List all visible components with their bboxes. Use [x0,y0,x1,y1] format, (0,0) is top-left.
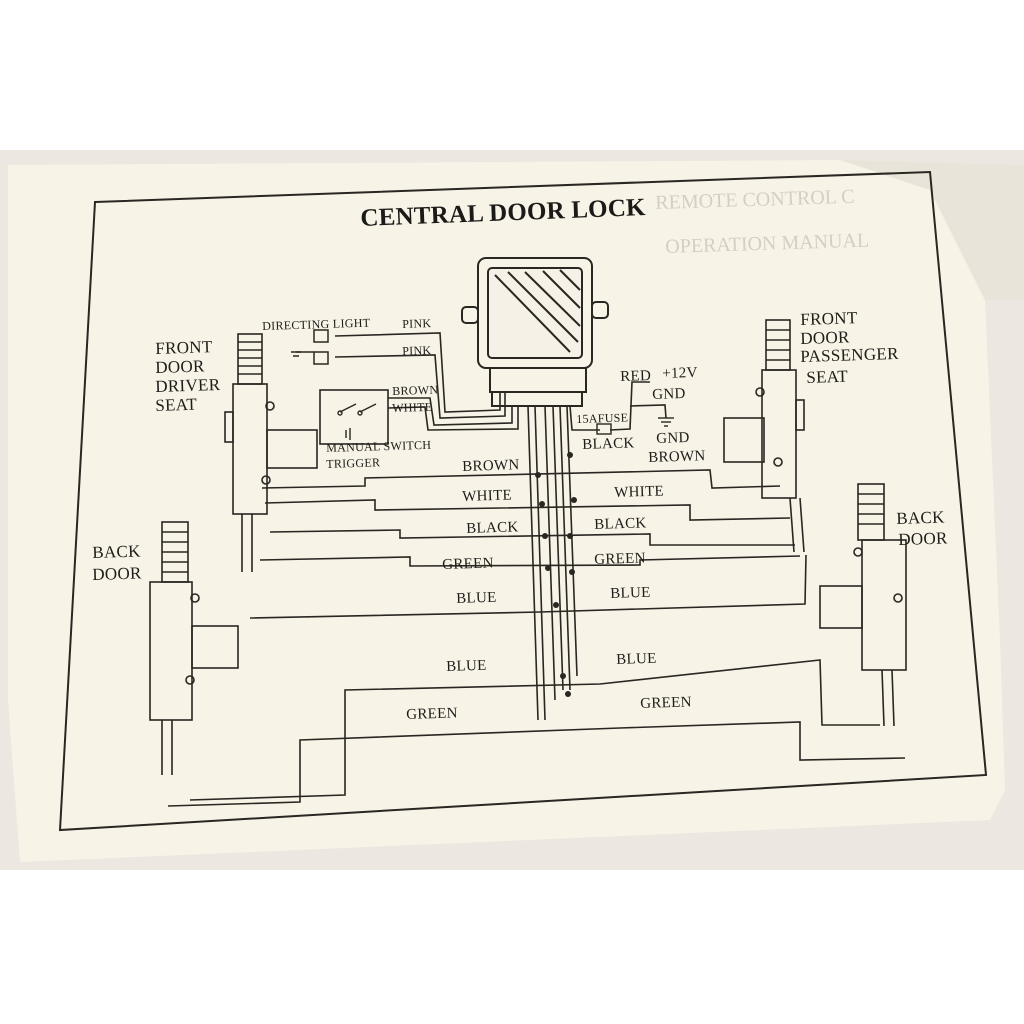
brown-switch-label: BROWN [391,382,439,398]
white-switch-label: WHITE [391,399,433,415]
directing-light-icon [291,329,329,365]
gnd-label-2: GND [655,429,690,447]
paper-sheet [8,160,1005,862]
brown-left-label: BROWN [461,457,520,475]
black-right-label: BLACK [593,515,647,533]
front-driver-label-line-3: DRIVER [154,374,221,396]
black-left-label: BLACK [465,519,519,537]
front-driver-label-line-1: FRONT [154,337,213,358]
front-passenger-actuator [723,319,805,553]
diagram-border [58,170,988,832]
back-left-label-line-1: BACK [91,541,141,562]
green-right-label: GREEN [593,550,646,568]
front-driver-label-line-2: DOOR [154,356,205,377]
front-driver-label-line-4: SEAT [154,394,198,415]
black-power-label: BLACK [581,435,635,453]
gnd-label-1: GND [651,385,686,403]
front-passenger-label-line-4: SEAT [805,366,849,387]
back-right-label-line-1: BACK [895,507,945,528]
front-passenger-label-line-1: FRONT [799,308,858,329]
front-passenger-label-line-3: PASSENGER [799,343,899,366]
green-back-right-label: GREEN [639,694,692,712]
back-left-label-line-2: DOOR [91,563,142,584]
control-unit [461,257,609,407]
directing-light-label: DIRECTING LIGHT [261,315,371,333]
fuse-icon [596,423,612,435]
blue-back-right-label: BLUE [615,650,657,668]
plus12v-label: +12V [661,364,698,382]
green-back-left-label: GREEN [405,705,458,723]
blue-right-label: BLUE [609,584,651,602]
junction-dots [535,452,577,697]
red-wire-label: RED [619,368,652,385]
back-right-label-line-2: DOOR [897,528,948,549]
fuse-label: 15AFUSE [575,410,629,426]
back-left-actuator [149,521,239,775]
wiring [167,332,906,807]
manual-switch-label: MANUAL SWITCH [325,437,432,455]
trigger-label: TRIGGER [325,455,381,471]
pink-wire-label-1: PINK [401,316,432,331]
manual-switch-icon [337,403,377,440]
brown-right-label: BROWN [647,448,706,466]
white-right-label: WHITE [613,483,665,501]
blue-left-label: BLUE [455,589,497,607]
front-driver-actuator [224,333,318,572]
white-left-label: WHITE [461,487,513,505]
blue-back-left-label: BLUE [445,657,487,675]
back-right-actuator [819,483,907,727]
ground-icon [658,417,674,427]
green-left-label: GREEN [441,555,494,573]
pink-wire-label-2: PINK [401,343,432,358]
